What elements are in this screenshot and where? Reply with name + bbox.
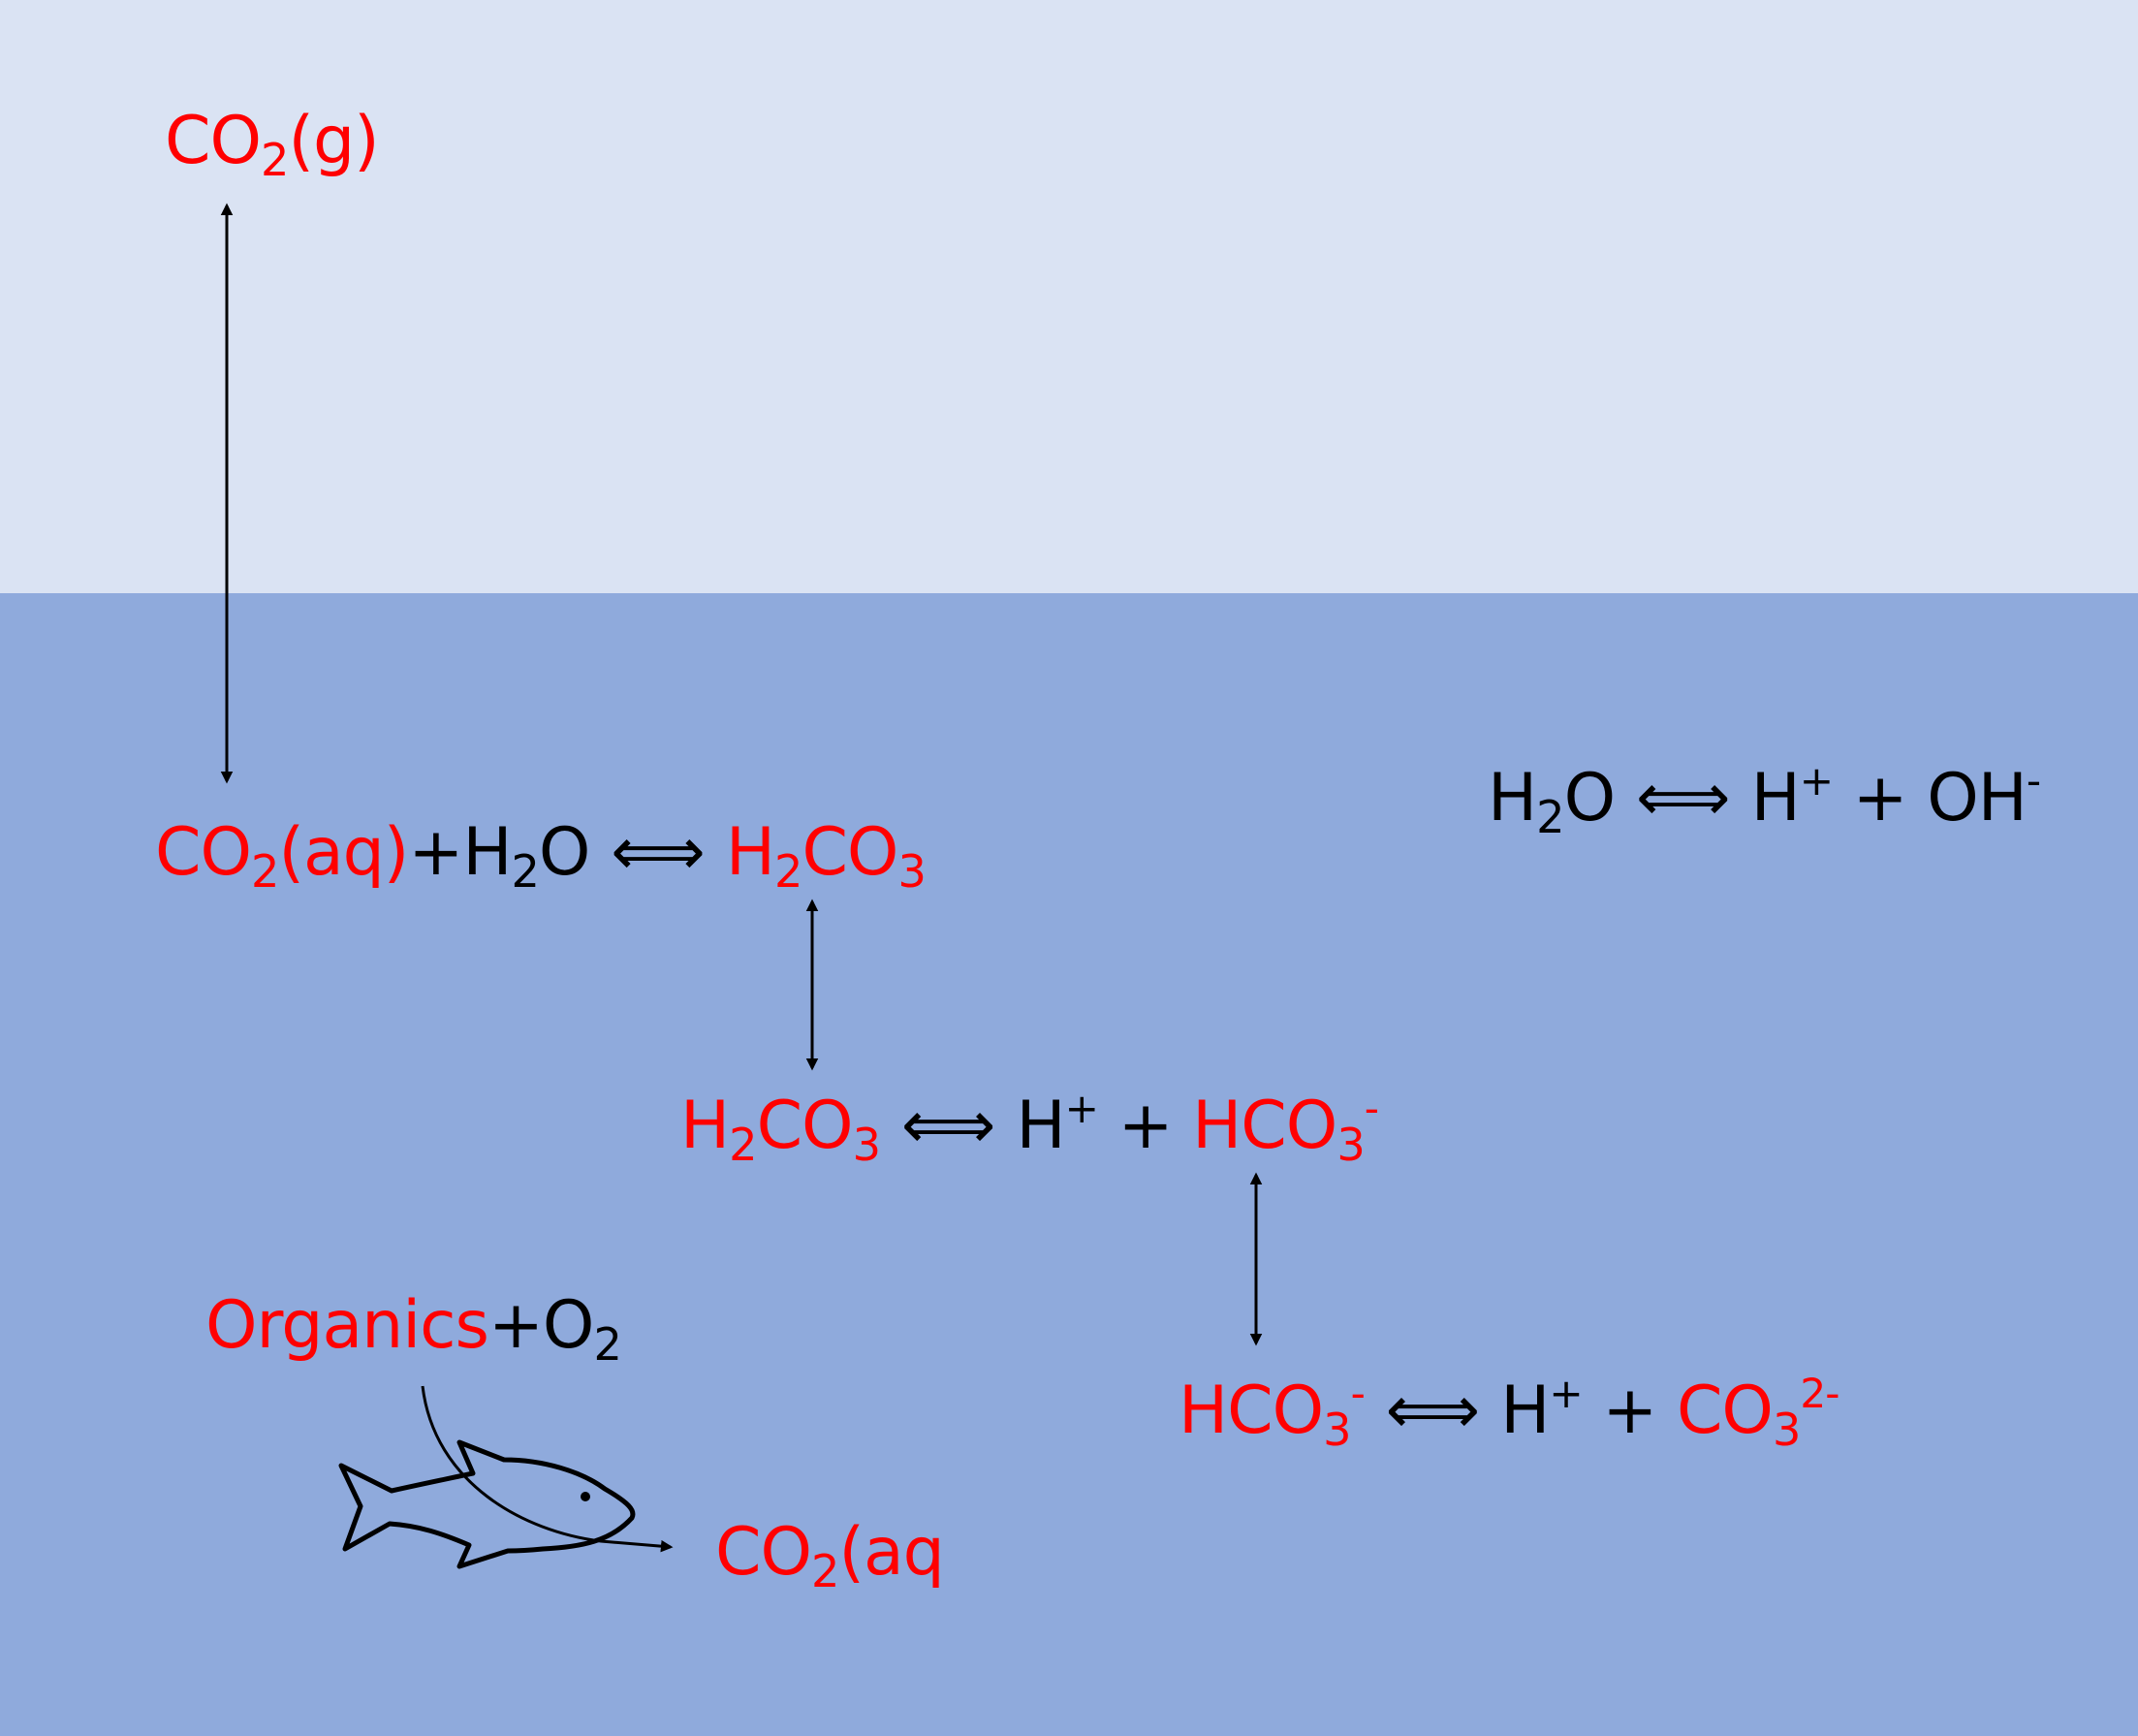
eq1-co3-sub: 3 xyxy=(897,844,926,898)
eq3-plus: + xyxy=(1582,1373,1677,1449)
eq2-h: H xyxy=(680,1088,730,1164)
co2-product-phase: (aq xyxy=(838,1514,944,1591)
atmosphere-region xyxy=(0,0,2138,593)
fish-icon xyxy=(338,1439,636,1569)
respiration-arrow xyxy=(421,1385,674,1553)
eq3-hco3-charge: - xyxy=(1350,1369,1366,1417)
eq3-hco3-sub: 3 xyxy=(1323,1403,1351,1456)
respiration-reactants: Organics+O2 xyxy=(205,1293,622,1368)
eq1-o: O xyxy=(538,814,591,891)
eq2-co3-sub: 3 xyxy=(852,1118,881,1171)
eq2-equilibrium-arrow: ⟺ xyxy=(901,1088,995,1164)
eqw-equilibrium-arrow: ⟺ xyxy=(1636,760,1730,836)
eq2-co: CO xyxy=(756,1088,854,1164)
eq1-h2o-sub: 2 xyxy=(511,844,539,898)
eqw-h: H xyxy=(1488,760,1537,836)
eqw-oh-charge: - xyxy=(2026,756,2041,805)
eq3-hco: HCO xyxy=(1179,1373,1324,1449)
eq3-equilibrium-arrow: ⟺ xyxy=(1385,1373,1480,1449)
eq1-co2: CO xyxy=(155,814,252,891)
o2-subscript: 2 xyxy=(593,1317,621,1371)
eq3-h-charge: + xyxy=(1549,1369,1583,1417)
equation-bicarbonate: HCO3-⟺H+ + CO32- xyxy=(1179,1373,1839,1452)
eqw-h2-sub: 2 xyxy=(1536,790,1564,843)
eq1-aq: (aq) xyxy=(278,814,409,891)
co2-product-text: CO xyxy=(715,1514,812,1591)
plus-o2-text: +O xyxy=(487,1287,594,1364)
eq1-h: H xyxy=(725,814,775,891)
eqw-h-charge: + xyxy=(1799,756,1834,805)
eq1-plus-h: +H xyxy=(408,814,512,891)
eq2-h-charge: + xyxy=(1064,1084,1099,1132)
eqw-oh: + OH xyxy=(1833,760,2028,836)
eq3-h-ion: H xyxy=(1500,1373,1550,1449)
respiration-product: CO2(aq xyxy=(715,1520,945,1594)
eq2-plus: + xyxy=(1097,1088,1193,1164)
co2-gas-phase: (g) xyxy=(288,103,379,179)
co2-product-sub: 2 xyxy=(811,1544,839,1597)
eq2-hco3-sub: 3 xyxy=(1336,1118,1365,1171)
equation-dissolution: CO2(aq)+H2O⟺H2CO3 xyxy=(155,820,927,895)
eq2-hco: HCO xyxy=(1192,1088,1337,1164)
equation-carbonic-acid: H2CO3⟺H+ + HCO3- xyxy=(680,1088,1379,1167)
eq3-co3-sub: 3 xyxy=(1772,1403,1801,1456)
eq3-co: CO xyxy=(1676,1373,1774,1449)
eq2-h2-sub: 2 xyxy=(729,1118,757,1171)
eqw-h-ion: H xyxy=(1750,760,1801,836)
eq1-h2-sub: 2 xyxy=(774,844,802,898)
eq2-h-ion: H xyxy=(1016,1088,1065,1164)
co2-gas-label: CO2(g) xyxy=(165,109,380,183)
organics-text: Organics xyxy=(205,1287,489,1364)
eq1-equilibrium-arrow: ⟺ xyxy=(611,814,705,891)
eq1-co2-sub: 2 xyxy=(251,844,279,898)
eqw-o: O xyxy=(1563,760,1617,836)
water-region xyxy=(0,593,2138,1736)
equation-water-ionization: H2O⟺H+ + OH- xyxy=(1488,760,2041,839)
eq1-co: CO xyxy=(802,814,898,891)
eq3-co3-charge: 2- xyxy=(1800,1369,1839,1417)
co2-gas-text: CO xyxy=(165,103,262,179)
eq2-hco3-charge: - xyxy=(1364,1084,1379,1132)
co2-gas-subscript: 2 xyxy=(261,133,289,186)
